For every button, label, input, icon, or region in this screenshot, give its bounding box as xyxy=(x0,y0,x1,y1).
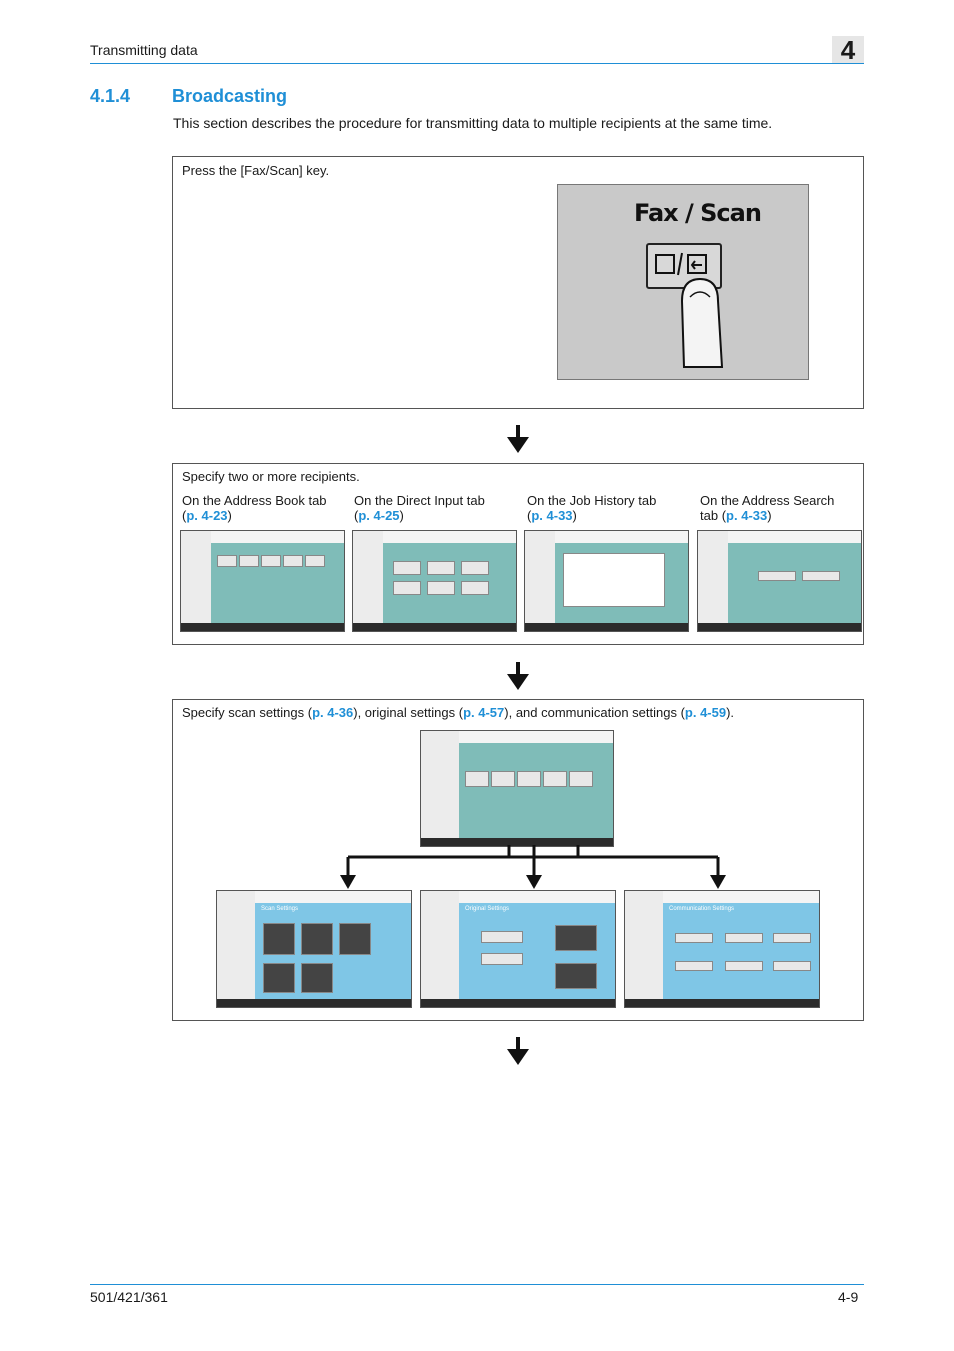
step-2-text: Specify two or more recipients. xyxy=(182,469,360,484)
step-1-text: Press the [Fax/Scan] key. xyxy=(182,163,330,178)
communication-settings-screen-thumbnail: Communication Settings xyxy=(624,890,820,1008)
chapter-number: 4 xyxy=(832,36,864,64)
scan-settings-link[interactable]: p. 4-36 xyxy=(312,705,354,720)
step-3-text: Specify scan settings (p. 4-36), origina… xyxy=(182,705,735,720)
address-search-tab-caption: On the Address Search tab (p. 4-33) xyxy=(700,493,835,523)
running-header: Transmitting data xyxy=(90,42,198,58)
page-link[interactable]: p. 4-33 xyxy=(726,508,768,523)
address-search-screen-thumbnail xyxy=(697,530,862,632)
step-3-box: Specify scan settings (p. 4-36), origina… xyxy=(172,699,864,1021)
job-history-screen-thumbnail xyxy=(524,530,689,632)
scan-settings-screen-thumbnail: Scan Settings xyxy=(216,890,412,1008)
section-intro: This section describes the procedure for… xyxy=(173,115,773,131)
section-number: 4.1.4 xyxy=(90,86,131,106)
original-settings-link[interactable]: p. 4-57 xyxy=(463,705,505,720)
direct-input-screen-thumbnail xyxy=(352,530,517,632)
fax-scan-key-label: Fax / Scan xyxy=(634,199,762,227)
page-link[interactable]: p. 4-33 xyxy=(531,508,573,523)
step-2-box: Specify two or more recipients. On the A… xyxy=(172,463,864,645)
branch-arrows xyxy=(340,845,726,889)
down-arrow-icon xyxy=(507,425,529,453)
communication-settings-link[interactable]: p. 4-59 xyxy=(684,705,727,720)
fax-scan-button-icon xyxy=(646,243,722,289)
footer-page-number: 4-9 xyxy=(838,1289,859,1305)
down-arrow-icon xyxy=(507,1037,529,1065)
fax-scan-key-illustration: Fax / Scan xyxy=(557,184,828,399)
footer-model: 501/421/361 xyxy=(90,1289,168,1305)
footer-rule xyxy=(90,1284,864,1285)
address-book-tab-caption: On the Address Book tab (p. 4-23) xyxy=(182,493,327,523)
page-link[interactable]: p. 4-23 xyxy=(186,508,228,523)
address-book-screen-thumbnail xyxy=(180,530,345,632)
down-arrow-icon xyxy=(507,662,529,690)
header-rule xyxy=(90,63,864,64)
original-settings-screen-thumbnail: Original Settings xyxy=(420,890,616,1008)
direct-input-tab-caption: On the Direct Input tab (p. 4-25) xyxy=(354,493,485,523)
section-title: Broadcasting xyxy=(172,86,288,106)
finger-icon xyxy=(680,277,724,368)
step-1-box: Press the [Fax/Scan] key. Fax / Scan xyxy=(172,156,864,409)
page-link[interactable]: p. 4-25 xyxy=(358,508,400,523)
address-book-screen-large-thumbnail xyxy=(420,730,614,847)
job-history-tab-caption: On the Job History tab (p. 4-33) xyxy=(527,493,657,523)
